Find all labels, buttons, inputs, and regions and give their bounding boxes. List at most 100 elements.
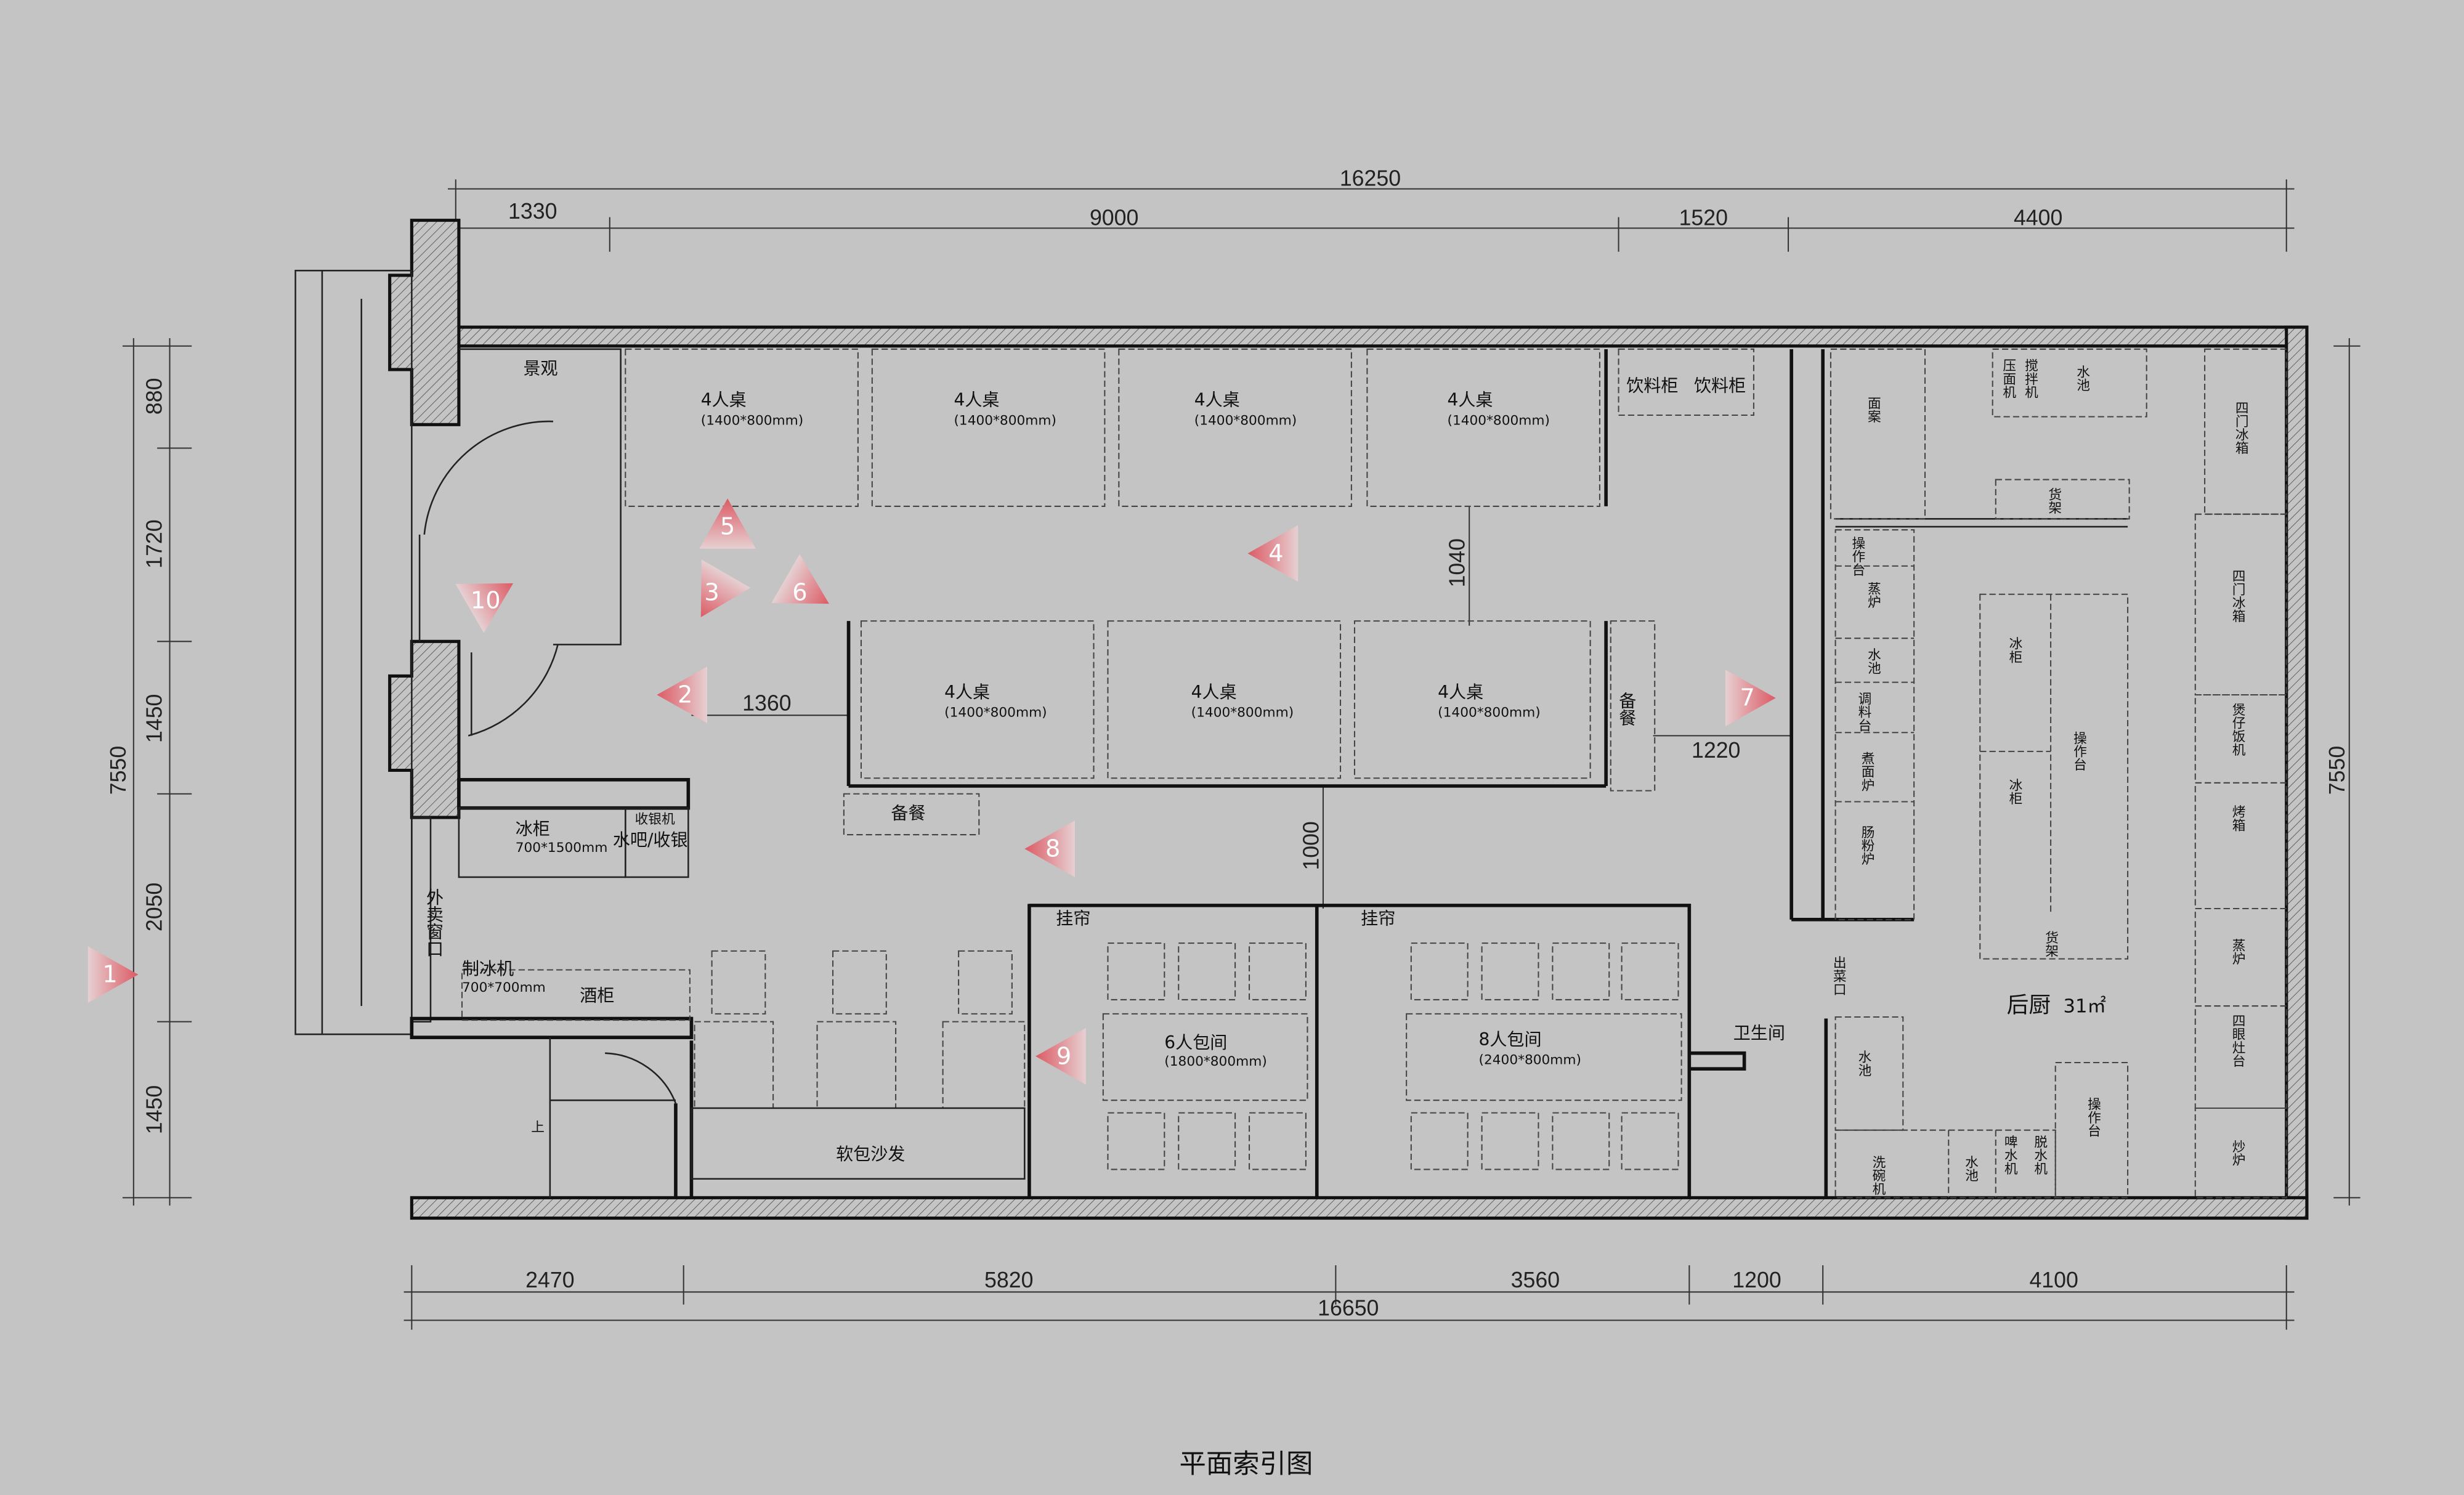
marker-10-label: 10 <box>471 586 501 614</box>
table-size: (1400*800mm) <box>1194 413 1297 428</box>
dim-top-1: 1330 <box>508 199 557 224</box>
dim-bottom-5: 4100 <box>2029 1268 2078 1292</box>
label-kitchen-freezer-1: 冰柜 <box>2007 637 2022 664</box>
marker-9-label: 9 <box>1056 1042 1071 1070</box>
label-noodle-table: 面案 <box>1865 396 1881 423</box>
dim-bottom-3: 3560 <box>1511 1268 1560 1292</box>
dim-left-2: 1720 <box>142 519 167 568</box>
label-sink-1: 水池 <box>2075 365 2090 392</box>
table-label: 4人桌 <box>1438 682 1483 702</box>
table-label: 4人桌 <box>1447 390 1493 410</box>
dim-top-2: 9000 <box>1090 205 1138 230</box>
table-size: (1400*800mm) <box>1191 705 1294 721</box>
marker-3[interactable] <box>676 559 751 631</box>
marker-4[interactable] <box>1247 525 1299 582</box>
label-seasoning: 调料台 <box>1856 692 1871 732</box>
table-label: 4人桌 <box>954 390 999 410</box>
dim-left-4: 2050 <box>142 883 167 931</box>
table-mid-3: 4人桌 (1400*800mm) <box>1438 682 1541 721</box>
label-room8: 8人包间 <box>1479 1029 1542 1050</box>
dim-1220: 1220 <box>1692 738 1740 763</box>
marker-7[interactable] <box>1725 670 1776 727</box>
label-work-table-3: 操作台 <box>2085 1097 2101 1137</box>
dim-left-3: 1450 <box>142 694 167 743</box>
table-top-3: 4人桌 (1400*800mm) <box>1194 390 1297 429</box>
dim-left-5: 1450 <box>142 1085 167 1134</box>
label-stove4: 四眼灶台 <box>2230 1014 2245 1068</box>
label-work-table-2: 操作台 <box>2072 731 2087 771</box>
label-beer-machine: 啤水机 <box>2002 1135 2017 1175</box>
label-drink-cabinet-1: 饮料柜 <box>1626 376 1678 396</box>
label-sink-4: 水池 <box>1963 1155 1978 1182</box>
kitchen-labels: 面案 压面机 搅拌机 水池 货架 四门冰箱 四门冰箱 煲仔饭机 烤箱 蒸炉 四眼… <box>1831 359 2248 1196</box>
marker-7-label: 7 <box>1740 684 1755 712</box>
table-mid-1: 4人桌(1400*800mm) <box>944 682 1047 721</box>
label-takeout-window: 外卖窗口 <box>424 888 444 958</box>
marker-8-label: 8 <box>1045 835 1060 863</box>
label-drink-cabinet-2: 饮料柜 <box>1694 376 1746 396</box>
table-size: (1400*800mm) <box>954 413 1056 428</box>
label-sink-2: 水池 <box>1865 648 1881 675</box>
label-claypot: 煲仔饭机 <box>2230 703 2245 756</box>
label-fridge-2: 四门冰箱 <box>2230 569 2245 623</box>
marker-5-label: 5 <box>720 513 735 541</box>
label-work-table-1: 操作台 <box>1850 536 1865 576</box>
table-top-1: 4人桌(1400*800mm) <box>701 390 804 429</box>
kitchen-title: 后厨 <box>2007 992 2051 1018</box>
kitchen-equipment <box>1830 348 2287 1199</box>
table-size: (1400*800mm) <box>1447 413 1550 428</box>
dim-bottom-2: 5820 <box>984 1268 1033 1292</box>
marker-10[interactable] <box>455 559 527 633</box>
label-oven: 烤箱 <box>2230 805 2245 832</box>
marker-2[interactable] <box>657 666 707 723</box>
dim-bottom-1: 2470 <box>525 1268 574 1292</box>
kitchen-area: 31㎡ <box>2063 995 2106 1017</box>
marker-6[interactable] <box>771 554 843 628</box>
label-ice-machine: 制冰机 <box>462 958 514 979</box>
label-fridge-1: 四门冰箱 <box>2233 401 2248 455</box>
dim-left-1: 880 <box>142 378 167 415</box>
drawing-title: 平面索引图 <box>1180 1449 1313 1480</box>
dim-1360: 1360 <box>742 691 791 716</box>
label-curtain-2: 挂帘 <box>1361 908 1395 928</box>
label-curtain-1: 挂帘 <box>1056 908 1090 928</box>
walls <box>294 219 2309 1220</box>
marker-9[interactable] <box>1035 1027 1086 1085</box>
table-top-4: 4人桌 (1400*800mm) <box>1447 390 1550 429</box>
label-freezer-size: 700*1500mm <box>516 840 608 856</box>
label-prep-2: 备餐 <box>891 803 925 824</box>
label-steamer-2: 蒸炉 <box>2230 938 2245 965</box>
label-rice-roll-stove: 肠粉炉 <box>1859 825 1874 865</box>
label-room8-size: (2400*800mm) <box>1479 1053 1582 1068</box>
table-top-2: 4人桌 (1400*800mm) <box>954 390 1056 429</box>
dim-left-total: 7550 <box>106 746 131 795</box>
label-landscape: 景观 <box>523 359 557 379</box>
label-dishwasher: 洗碗机 <box>1870 1155 1886 1195</box>
label-dough-press: 压面机 <box>2001 359 2016 399</box>
dim-top-3: 1520 <box>1679 205 1728 230</box>
label-room6-size: (1800*800mm) <box>1164 1054 1267 1069</box>
table-label: 4人桌 <box>1194 390 1240 410</box>
label-ice-machine-size: 700*700mm <box>462 980 546 995</box>
label-freezer: 冰柜 <box>516 819 550 839</box>
label-cash-register: 收银机 <box>635 812 675 827</box>
label-shelf-2: 货架 <box>2043 931 2059 958</box>
dim-right-total: 7550 <box>2325 746 2349 795</box>
label-pass-window: 出菜口 <box>1831 956 1846 996</box>
marker-2-label: 2 <box>678 681 692 709</box>
dim-1000: 1000 <box>1299 821 1323 870</box>
label-room6: 6人包间 <box>1164 1032 1227 1053</box>
table-size: (1400*800mm) <box>1438 705 1541 721</box>
dimension-lines <box>122 179 2361 1330</box>
marker-8[interactable] <box>1024 820 1075 877</box>
label-wok: 炒炉 <box>2230 1140 2245 1167</box>
marker-5[interactable] <box>699 498 756 549</box>
dim-1040: 1040 <box>1445 538 1470 587</box>
marker-6-label: 6 <box>792 579 807 607</box>
labels: 景观 4人桌 (1400*800mm) 4人桌 (1400*800mm) 4人桌 (1… <box>424 359 2249 1196</box>
label-sofa: 软包沙发 <box>836 1144 905 1164</box>
table-size: (1400*800mm) <box>701 413 804 428</box>
marker-1[interactable] <box>87 946 139 1003</box>
